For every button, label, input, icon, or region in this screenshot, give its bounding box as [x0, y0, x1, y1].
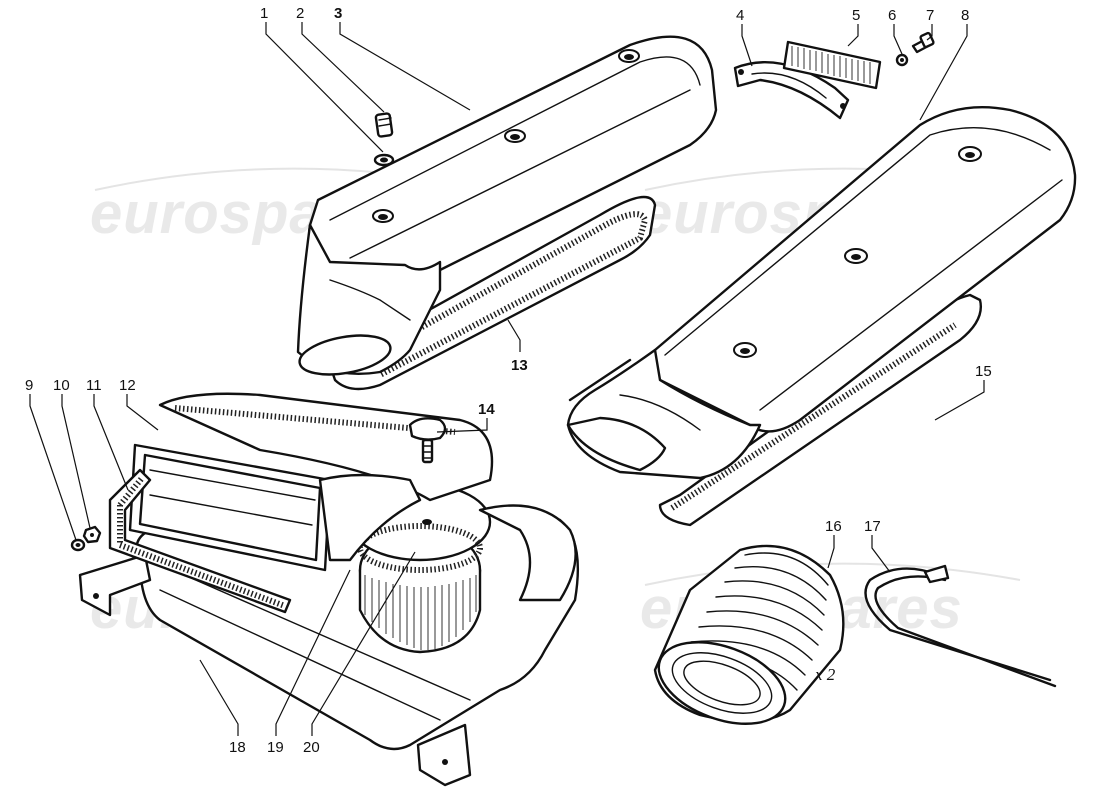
callout-5: 5 [852, 7, 860, 24]
washer-and-screw-6-7 [895, 31, 935, 67]
callout-labels: 1 2 3 4 5 6 7 8 9 10 11 12 13 14 15 16 1… [25, 5, 992, 756]
callout-18: 18 [229, 739, 246, 756]
callout-14: 14 [478, 401, 495, 418]
callout-8: 8 [961, 7, 969, 24]
handwritten-note: x 2 [814, 665, 836, 684]
callout-16: 16 [825, 518, 842, 535]
cable-17 [864, 564, 1057, 688]
callout-20: 20 [303, 739, 320, 756]
air-box-cover-upper-right [566, 105, 1077, 527]
callout-11: 11 [86, 377, 102, 394]
callout-1: 1 [260, 5, 268, 22]
corrugated-hose-16 [653, 544, 845, 725]
bracket-part-4 [733, 61, 850, 120]
callout-7: 7 [926, 7, 934, 24]
callout-12: 12 [119, 377, 136, 394]
washer-and-nut-9-10 [70, 525, 102, 552]
wing-bolt-14 [408, 417, 447, 464]
callout-10: 10 [53, 377, 70, 394]
leader-lines [29, 22, 985, 736]
air-box-assembly-lower-left [78, 392, 580, 787]
callout-3: 3 [334, 5, 342, 22]
callout-9: 9 [25, 377, 33, 394]
bolt-and-washer-top [373, 112, 395, 167]
filter-insert-part-5 [782, 40, 882, 90]
callout-4: 4 [736, 7, 744, 24]
air-box-cover-upper-left [296, 35, 718, 391]
callout-15: 15 [975, 363, 992, 380]
callout-6: 6 [888, 7, 896, 24]
callout-17: 17 [864, 518, 881, 535]
callout-2: 2 [296, 5, 304, 22]
callout-19: 19 [267, 739, 284, 756]
callout-13: 13 [511, 357, 528, 374]
